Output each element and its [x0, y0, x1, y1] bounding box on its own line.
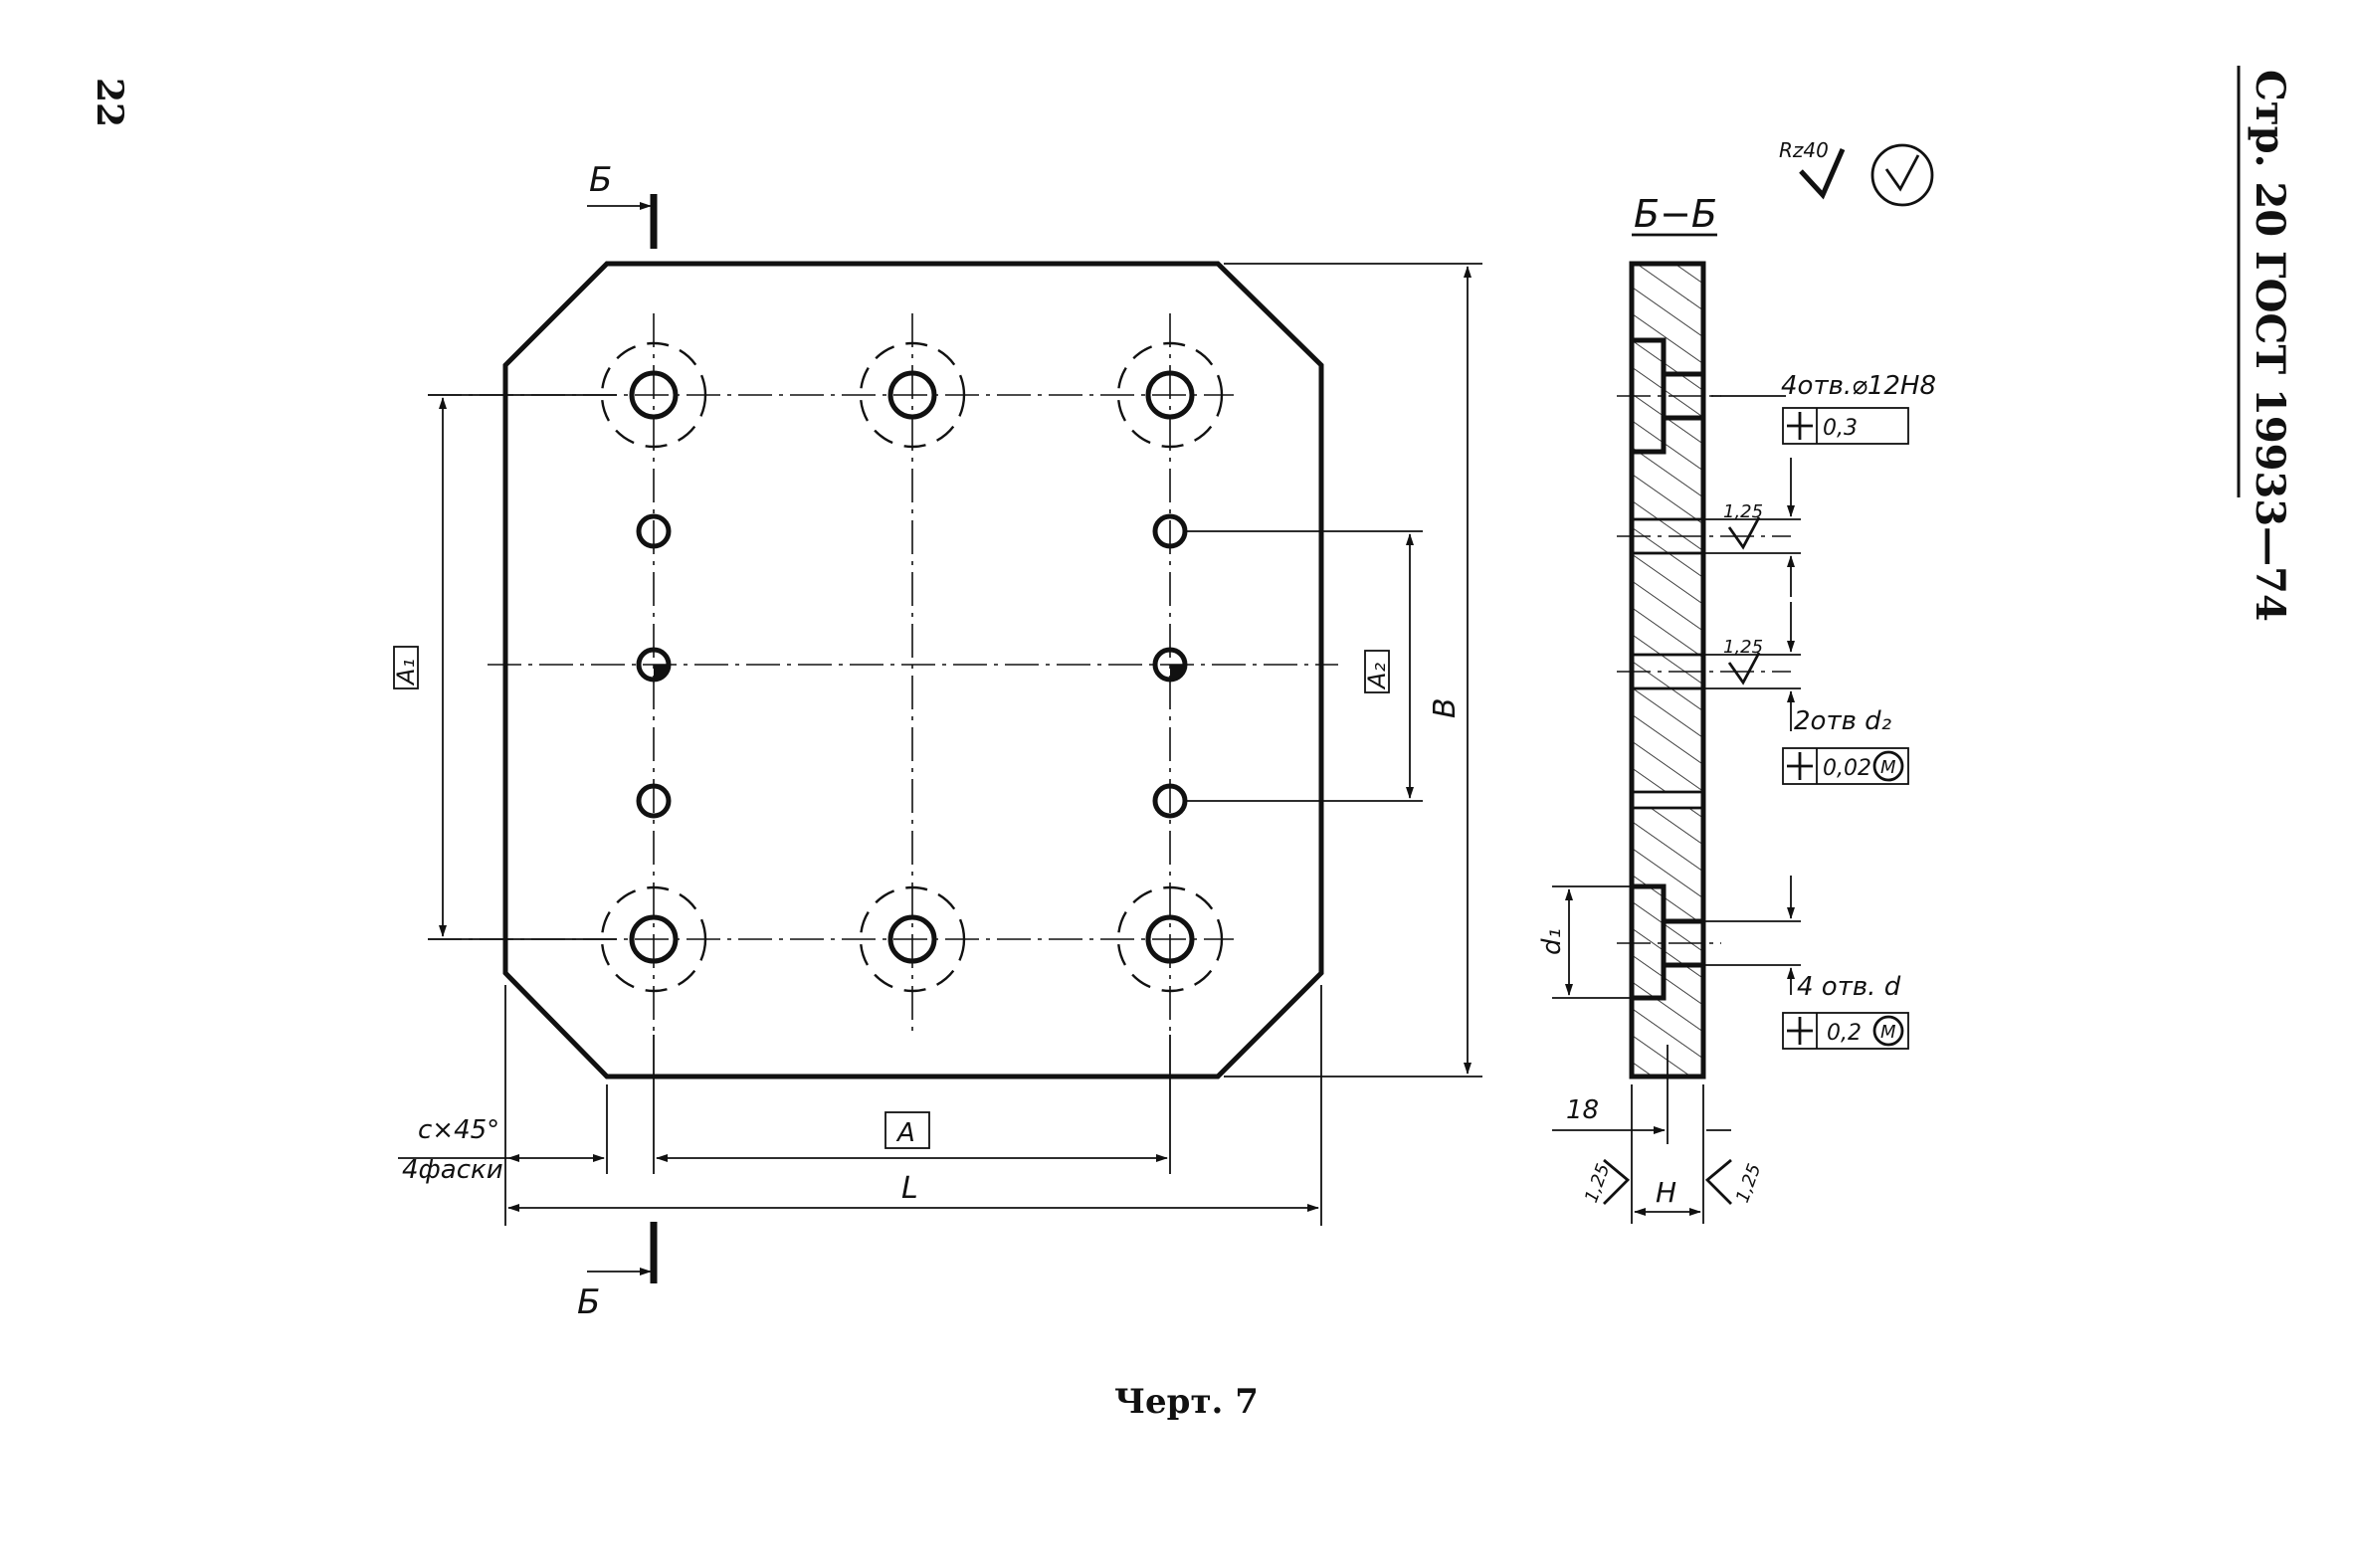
- finish-check-icon: [1884, 154, 1920, 192]
- hole-note-3: 4 отв. d: [1797, 972, 1901, 1002]
- section-label-bottom: Б: [577, 1282, 600, 1322]
- counterbore-hole: [859, 885, 966, 993]
- tolerance-value-2: 0,02: [1823, 756, 1871, 781]
- dim-label-a: A: [895, 1118, 915, 1148]
- plate-outline: [502, 261, 1324, 1079]
- roughness-check-icon: [1799, 148, 1846, 200]
- section-view: Б−Б 4отв.⌀12H8 0,3: [1537, 192, 1936, 1224]
- figure-caption: Черт. 7: [1114, 1382, 1259, 1422]
- small-hole: [636, 783, 672, 819]
- dim-label-b: B: [1428, 697, 1463, 718]
- counterbore-hole: [600, 341, 707, 449]
- dim-label-a2: A₂: [1363, 663, 1391, 690]
- counterbore-hole: [1116, 341, 1224, 449]
- roughness-check-icon: [1603, 1158, 1631, 1205]
- tolerance-value-3: 0,2: [1827, 1021, 1862, 1046]
- roughness-check-icon: [1727, 516, 1761, 550]
- dim-label-d1: d₁: [1537, 928, 1567, 955]
- section-title: Б−Б: [1634, 192, 1717, 236]
- plan-view: Б Б A₁ A₂ B A c×45° 4фаски: [392, 160, 1482, 1322]
- counterbore-hole: [859, 341, 966, 449]
- finish-circle-icon: [1870, 143, 1934, 207]
- dim-box-a: [884, 1111, 930, 1149]
- modifier-m-2: M: [1880, 1022, 1896, 1043]
- dim-box-a1: [393, 646, 419, 689]
- dim-box-a2: [1364, 650, 1390, 693]
- position-tolerance-frame-2: 0,02 M: [1782, 747, 1909, 785]
- position-tolerance-icon: [1787, 1017, 1813, 1045]
- roughness-label-1: 1,25: [1723, 501, 1763, 522]
- pin-hole: [1152, 647, 1188, 683]
- roughness-rz40-label: Rz40: [1779, 138, 1829, 162]
- counterbore-hole: [600, 885, 707, 993]
- small-hole: [636, 513, 672, 549]
- roughness-label-right: 1,25: [1732, 1161, 1765, 1206]
- section-body: [1632, 264, 1703, 1077]
- dim-label-h: H: [1656, 1176, 1676, 1209]
- header-text: Стр. 20 ГОСТ 19933—74: [2247, 70, 2293, 622]
- page-header: Стр. 20 ГОСТ 19933—74: [2247, 70, 2293, 622]
- chamfer-count-label: 4фаски: [402, 1155, 503, 1185]
- roughness-label-2: 1,25: [1723, 637, 1763, 658]
- counterbore-hole: [1116, 885, 1224, 993]
- modifier-m-1: M: [1880, 757, 1896, 778]
- pin-hole: [636, 647, 672, 683]
- position-tolerance-frame-1: 0,3: [1782, 407, 1909, 445]
- dim-label-l: L: [901, 1171, 918, 1206]
- position-tolerance-frame-3: 0,2 M: [1782, 1012, 1909, 1050]
- dim-label-a1: A₁: [392, 659, 420, 686]
- hole-note-1: 4отв.⌀12H8: [1781, 371, 1936, 401]
- dim-label-18: 18: [1566, 1095, 1599, 1125]
- roughness-check-icon: [1727, 652, 1761, 686]
- hole-note-2: 2отв d₂: [1794, 706, 1891, 736]
- surface-finish-general: Rz40: [1779, 138, 1934, 207]
- roughness-check-icon: [1704, 1158, 1732, 1205]
- section-gap: [1632, 792, 1703, 808]
- section-label-top: Б: [589, 160, 612, 200]
- tolerance-value-1: 0,3: [1823, 416, 1858, 441]
- position-tolerance-icon: [1787, 752, 1813, 780]
- page-number: 22: [89, 78, 130, 127]
- position-tolerance-icon: [1787, 412, 1813, 440]
- chamfer-size-label: c×45°: [418, 1115, 499, 1145]
